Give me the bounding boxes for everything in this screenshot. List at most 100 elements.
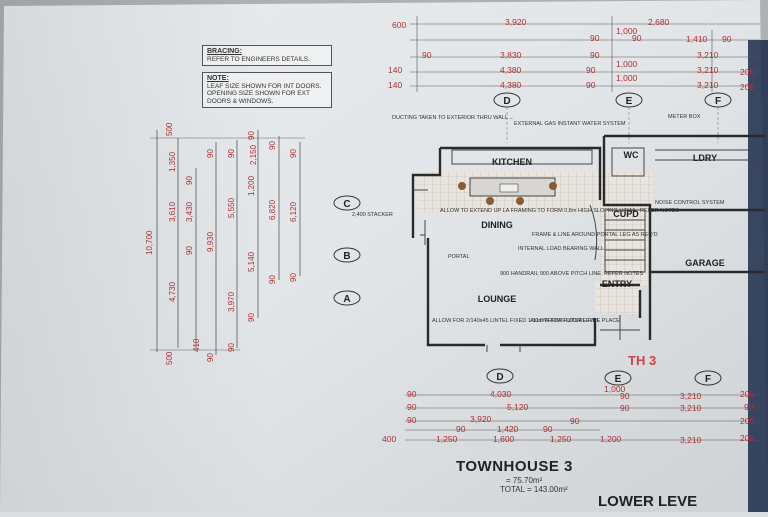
dim-value: 1,000 [616, 59, 638, 69]
general-note-title: NOTE: [207, 75, 229, 82]
dim-value: 3,610 [168, 201, 177, 222]
dim-value: 205 [740, 389, 754, 399]
dim-value: 90 [590, 50, 600, 60]
grid-label: E [626, 96, 633, 107]
dim-value: 1,350 [168, 151, 177, 172]
dim-value: 90 [620, 391, 630, 401]
grid-label: D [503, 96, 510, 107]
floor-plan [411, 134, 765, 352]
dim-value: 1,000 [604, 384, 626, 394]
dim-value: 3,920 [505, 17, 527, 27]
dim-value: 90 [289, 149, 298, 158]
bracing-note: BRACING: REFER TO ENGINEERS DETAILS. [202, 45, 332, 66]
unit-area: = 75.70m² [506, 476, 543, 485]
annotation-ducting: DUCTING TAKEN TO EXTERIOR THRU WALL ... [392, 115, 514, 121]
dim-value: 3,210 [680, 435, 702, 445]
dim-value: 3,210 [697, 80, 719, 90]
general-note: NOTE: LEAF SIZE SHOWN FOR INT DOORS. OPE… [202, 72, 332, 108]
annotation-bearing: INTERNAL LOAD BEARING WALL [518, 246, 604, 252]
dim-value: 90 [227, 343, 236, 352]
dim-value: 6,120 [289, 201, 298, 222]
dim-value: 6,820 [268, 199, 277, 220]
dim-value: 90 [206, 149, 215, 158]
left-dimension-lines [150, 130, 305, 355]
top-dimension-values: 600 3,920 2,680 90 1,000 90 1,410 90 90 … [388, 17, 754, 92]
annotation-noise: NOISE CONTROL SYSTEM [655, 200, 725, 206]
dim-value: 90 [590, 33, 600, 43]
grid-label: D [496, 372, 503, 383]
top-dimension-lines [410, 16, 760, 92]
annotation-portal: FRAME & LINE AROUND PORTAL LEG AS REQ'D [532, 232, 658, 238]
dim-value: 90 [247, 313, 256, 322]
level-title: LOWER LEVE [598, 493, 698, 510]
dim-value: 3,210 [697, 65, 719, 75]
dim-value: 500 [165, 351, 174, 365]
dim-value: 90 [456, 424, 466, 434]
room-label-laundry: LDRY [693, 153, 717, 163]
dim-value: 400 [382, 434, 396, 444]
room-label-lounge: LOUNGE [478, 294, 517, 304]
dim-value: 3,210 [680, 391, 702, 401]
bottom-dimension-lines [405, 394, 760, 441]
dim-value: 90 [570, 416, 580, 426]
annotation-portal-left: PORTAL [448, 254, 470, 260]
dim-value: 140 [388, 65, 402, 75]
grid-label: C [343, 199, 350, 210]
dim-value: 4,380 [500, 80, 522, 90]
dim-value: 2,680 [648, 17, 670, 27]
annotation-handrail: 900 HANDRAIL 900 ABOVE PITCH LINE. REFER… [500, 271, 643, 277]
grid-label: E [615, 374, 622, 385]
dim-value: 90 [722, 34, 732, 44]
dim-value: 5,140 [247, 251, 256, 272]
dim-value: 90 [407, 389, 417, 399]
dim-value: 90 [185, 246, 194, 255]
left-dimension-values: 500 10,700 500 1,350 3,610 4,730 90 3,43… [145, 122, 298, 365]
dim-value: 410 [192, 338, 201, 352]
bottom-dimension-values: 90 4,030 1,000 90 3,210 205 90 5,120 90 … [382, 384, 754, 445]
dim-value: 1,410 [686, 34, 708, 44]
dim-value: 5,120 [507, 402, 529, 412]
dim-value: 90 [289, 273, 298, 282]
dim-value: 3,430 [185, 201, 194, 222]
dim-value: 5,550 [227, 197, 236, 218]
annotation-lintel: ALLOW FOR 2/140x45 LINTEL FIXED 1.00m FR… [432, 318, 600, 324]
grid-bubbles-left: C B A [333, 195, 361, 306]
annotation-gas: EXTERNAL GAS INSTANT WATER SYSTEM [514, 121, 626, 127]
dim-value: 90 [620, 403, 630, 413]
room-label-entry: ENTRY [602, 279, 632, 289]
room-label-dining: DINING [481, 220, 513, 230]
dim-value: 205 [740, 433, 754, 443]
dim-value: 10,700 [145, 230, 154, 255]
bracing-note-text: REFER TO ENGINEERS DETAILS. [207, 55, 310, 63]
grid-label: F [715, 96, 721, 107]
dim-value: 90 [543, 424, 553, 434]
dim-value: 205 [740, 67, 754, 77]
dim-value: 1,200 [247, 175, 256, 196]
dim-value: 90 [206, 353, 215, 362]
annotation-meter: METER BOX [668, 114, 701, 120]
general-note-text: LEAF SIZE SHOWN FOR INT DOORS. OPENING S… [207, 82, 322, 105]
dim-value: 90 [247, 131, 256, 140]
dim-value: 90 [407, 415, 417, 425]
dim-value: 3,210 [697, 50, 719, 60]
dim-value: 90 [586, 80, 596, 90]
dim-value: 90 [632, 33, 642, 43]
dim-value: 1,250 [550, 434, 572, 444]
dim-value: 3,920 [470, 414, 492, 424]
dim-value: 1,600 [493, 434, 515, 444]
dim-value: 3,970 [227, 291, 236, 312]
dim-value: 1,250 [436, 434, 458, 444]
dim-value: 90 [268, 141, 277, 150]
plan-annotations: DUCTING TAKEN TO EXTERIOR THRU WALL ... … [352, 114, 725, 324]
dim-value: 90 [422, 50, 432, 60]
dim-value: 90 [227, 149, 236, 158]
dim-value: 3,210 [680, 403, 702, 413]
dim-value: 2,150 [249, 144, 258, 165]
dim-value: 90 [268, 275, 277, 284]
annotation-fire: ALLOW FOR FUTURE FIRE PLACE [530, 318, 620, 324]
room-label-garage: GARAGE [685, 258, 725, 268]
dim-value: 1,200 [600, 434, 622, 444]
dim-value: 205 [740, 82, 754, 92]
